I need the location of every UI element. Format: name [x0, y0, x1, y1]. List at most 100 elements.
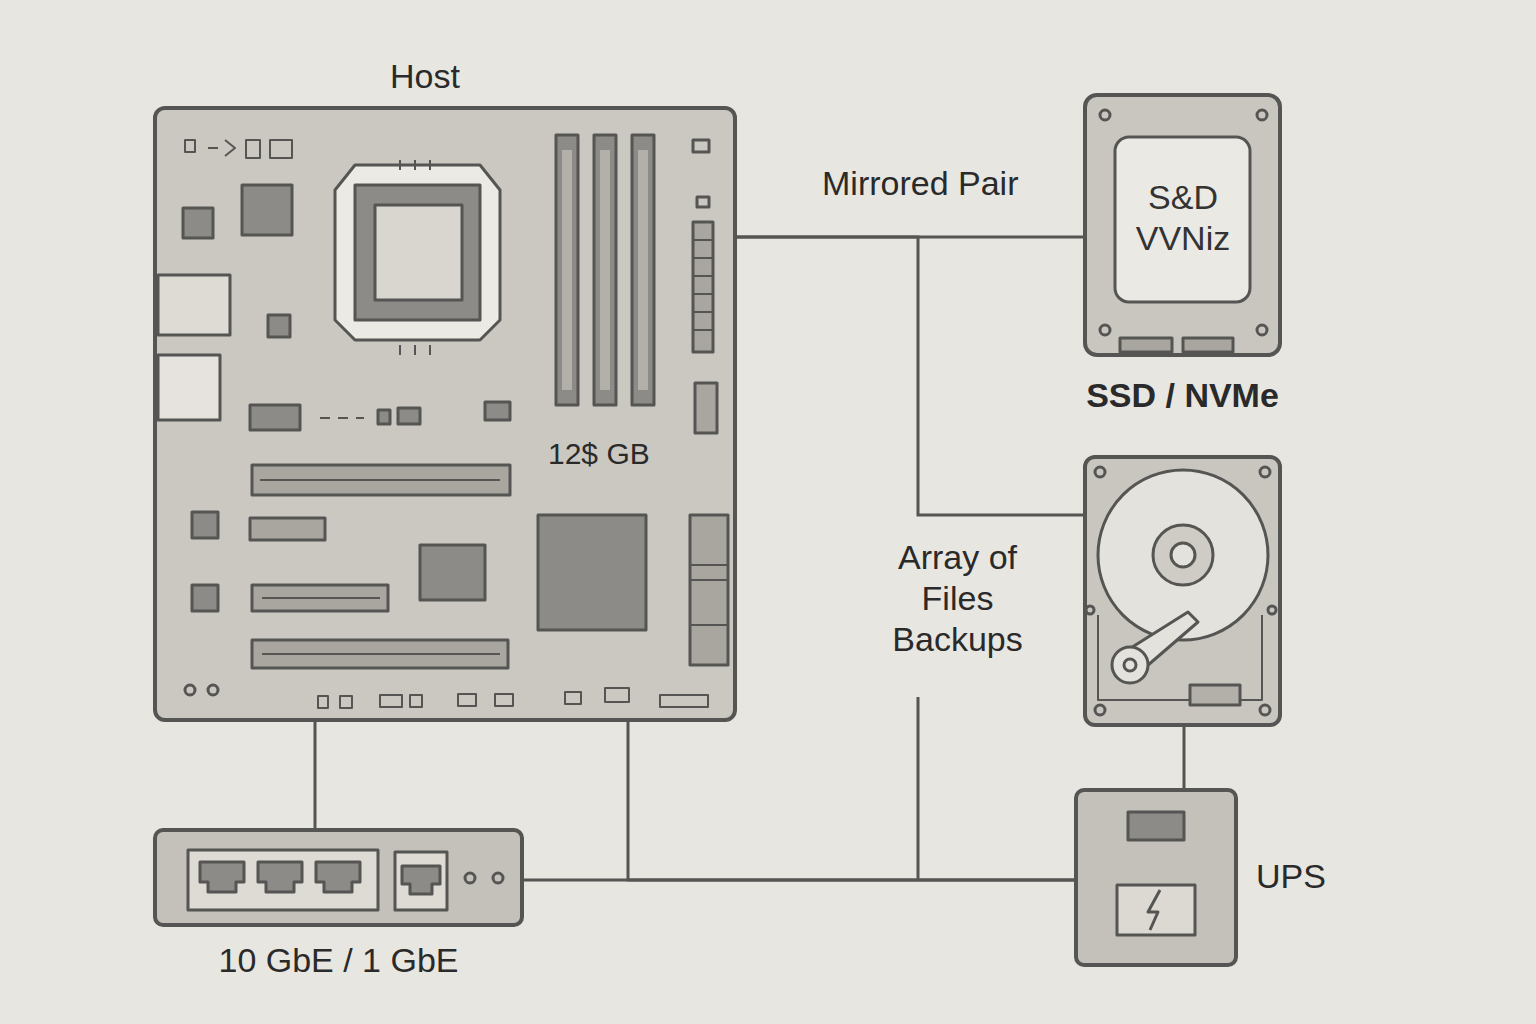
- ups-unit-part: [1117, 885, 1195, 935]
- board-chip-part: [185, 140, 195, 152]
- hard-disk-part: [1153, 525, 1213, 585]
- board-chip-part: [158, 275, 230, 335]
- network-switch: [155, 830, 522, 925]
- board-connector-part: [693, 140, 709, 152]
- network-switch-part: [493, 873, 503, 883]
- ram-slot-part: [562, 150, 572, 390]
- node-title: Host: [325, 56, 525, 97]
- board-connector-part: [693, 240, 713, 330]
- board-connector-part: [565, 692, 581, 704]
- board-chip-part: [192, 512, 218, 538]
- host-board: Host: [155, 108, 735, 720]
- board-connector-part: [605, 688, 629, 702]
- board-chip-part: [268, 315, 290, 337]
- board-chip-part: [398, 408, 420, 424]
- ram-slot: [556, 135, 654, 405]
- network-switch-part: [200, 862, 244, 892]
- drive-label: S&D VVNiz: [1123, 177, 1243, 259]
- network-switch-part: [465, 873, 475, 883]
- motherboard-part: [375, 205, 462, 300]
- board-chip-part: [246, 140, 260, 158]
- network-switch-part: [316, 862, 360, 892]
- hard-disk-part: [1171, 543, 1195, 567]
- ssd-drive-part: [1100, 110, 1110, 120]
- ssd-drive-part: [1257, 110, 1267, 120]
- hard-disk-part: [1112, 647, 1148, 683]
- cable-line: [314, 720, 317, 830]
- node-title: SSD / NVMe: [1060, 375, 1305, 416]
- hard-disk-part: [1190, 685, 1240, 705]
- board-connector-part: [697, 197, 709, 207]
- hard-disk: [1085, 457, 1280, 725]
- ups-unit-part: [1076, 790, 1236, 965]
- board-connector-part: [690, 515, 728, 665]
- ups-unit-part: [1148, 890, 1160, 930]
- pcie-slot: [250, 465, 510, 668]
- ssd-drive-part: [1120, 338, 1172, 352]
- memory-size: 12$ GB: [548, 436, 650, 472]
- hdd-node: Array of Files Backups: [1085, 457, 1280, 725]
- ssd-drive: [1085, 95, 1280, 355]
- node-title: UPS: [1256, 856, 1346, 897]
- ram-slot-part: [638, 150, 648, 390]
- network-switch-part: [258, 862, 302, 892]
- network-switch-part: [188, 850, 378, 910]
- network-switch-part: [155, 830, 522, 925]
- board-connector-part: [660, 695, 708, 707]
- motherboard-part: [400, 160, 430, 355]
- node-title: Array of Files Backups: [870, 537, 1045, 659]
- ram-slot-part: [600, 150, 610, 390]
- board-chip-part: [158, 355, 220, 420]
- ram-slot-part: [632, 135, 654, 405]
- hard-disk-part: [1268, 606, 1276, 614]
- board-chip-part: [242, 185, 292, 235]
- board-connector-part: [690, 565, 728, 625]
- hard-disk-part: [1260, 705, 1270, 715]
- network-switch-part: [395, 852, 447, 910]
- board-chip-part: [183, 208, 213, 238]
- board-connector-part: [693, 222, 713, 352]
- board-connector-part: [380, 695, 402, 707]
- board-chip-part: [538, 515, 646, 630]
- bus-wire-part: [917, 697, 920, 880]
- board-connector: [185, 140, 728, 708]
- hard-disk-part: [1086, 606, 1094, 614]
- cable-line: [628, 720, 1076, 880]
- ssd-drive-part: [1183, 338, 1233, 352]
- board-chip: [158, 140, 646, 630]
- motherboard-part: [355, 185, 480, 320]
- pcie-slot-part: [260, 480, 500, 654]
- motherboard-part: [335, 165, 500, 340]
- network-switch-part: [402, 866, 440, 894]
- edge-label: Mirrored Pair: [818, 163, 1022, 204]
- motherboard-part: [155, 108, 735, 720]
- ssd-drive-part: [1257, 325, 1267, 335]
- board-connector-part: [318, 696, 328, 708]
- ups-unit: [1076, 790, 1236, 965]
- cable-line: [735, 237, 1085, 515]
- board-connector-part: [458, 694, 476, 706]
- board-chip-part: [420, 545, 485, 600]
- board-chip-part: [250, 405, 300, 430]
- board-connector-part: [340, 696, 352, 708]
- motherboard: [155, 108, 735, 720]
- board-chip-part: [378, 410, 390, 424]
- cable-line: [1183, 725, 1186, 790]
- board-chip-part: [320, 417, 364, 419]
- board-connector-part: [495, 694, 513, 706]
- ssd-drive-part: [1085, 95, 1280, 355]
- board-connector-part: [695, 383, 717, 433]
- ups-node: UPS: [1076, 790, 1236, 965]
- cable-line: [522, 879, 1076, 882]
- bus-wire: [917, 697, 920, 880]
- board-chip-part: [485, 402, 510, 420]
- switch-node: 10 GbE / 1 GbE: [155, 830, 522, 925]
- ssd-node: S&D VVNizSSD / NVMe: [1085, 95, 1280, 355]
- hard-disk-part: [1260, 467, 1270, 477]
- hard-disk-part: [1124, 659, 1136, 671]
- ups-unit-part: [1128, 812, 1184, 840]
- hard-disk-part: [1095, 467, 1105, 477]
- board-connector-part: [208, 685, 218, 695]
- hard-disk-part: [1095, 705, 1105, 715]
